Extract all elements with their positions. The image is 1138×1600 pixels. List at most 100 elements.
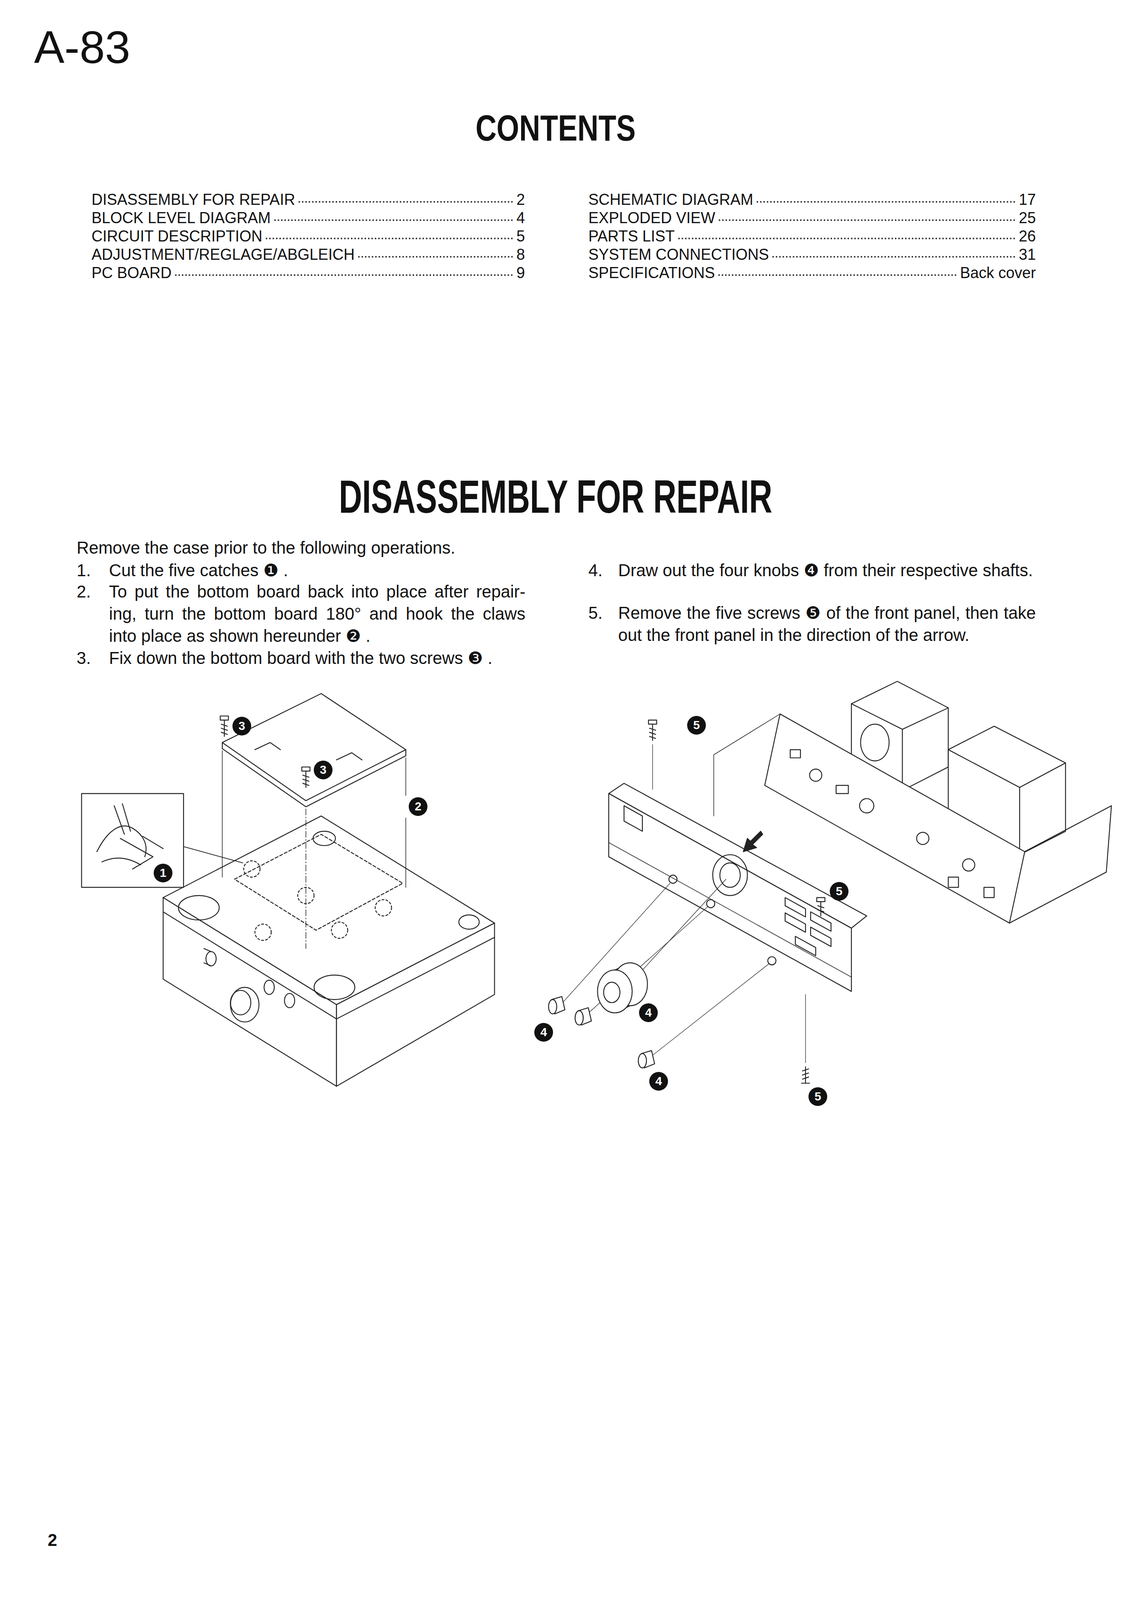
display-window (624, 805, 643, 832)
knob (203, 948, 212, 966)
callout-digit: 4 (655, 1074, 663, 1087)
contents-entry: BLOCK LEVEL DIAGRAM (91, 208, 271, 227)
step-number: 1. (76, 558, 91, 582)
step-number: 5. (588, 601, 603, 624)
page-number: 8 (516, 245, 525, 264)
knob (603, 981, 620, 1003)
leader-dots (265, 237, 514, 240)
contents-entry: DISASSEMBLY FOR REPAIR (91, 190, 296, 209)
leader-dots (772, 255, 1016, 258)
contents-row: BLOCK LEVEL DIAGRAM 4 (91, 208, 525, 227)
screw (648, 719, 825, 1084)
page-number: 4 (516, 208, 525, 227)
screw-thread (221, 719, 228, 737)
claw-mark (243, 860, 260, 877)
screw-guide (805, 994, 806, 1063)
step-text: Fix down the bottom board with the two s… (108, 646, 526, 669)
knob-guide (649, 963, 769, 1058)
callout-number: 3 (232, 716, 252, 736)
callout-number: 4 (534, 1022, 554, 1042)
panel-face (608, 793, 852, 992)
knob-guide (586, 906, 708, 1015)
screw-thread (802, 1066, 809, 1083)
front-strip (163, 911, 495, 1019)
leader-dots (718, 219, 1016, 221)
page-number: 31 (1018, 245, 1036, 264)
component (962, 858, 975, 872)
contents-row: SYSTEM CONNECTIONS31 (588, 245, 1036, 264)
screw-head (648, 719, 657, 725)
contents-row: SPECIFICATIONSBack cover (588, 263, 1036, 282)
callout-number: 4 (649, 1071, 668, 1091)
contents-row: DISASSEMBLY FOR REPAIR2 (91, 190, 525, 209)
callout-digit: 3 (319, 763, 327, 776)
contents-row: SCHEMATIC DIAGRAM 17 (588, 190, 1036, 209)
claw-mark (375, 899, 392, 916)
page-number: 26 (1018, 226, 1036, 246)
leader-dots (298, 200, 514, 203)
foot (178, 895, 220, 920)
knobs (548, 878, 769, 1068)
page-number: 9 (516, 263, 525, 282)
board (222, 693, 406, 801)
screw (220, 715, 310, 788)
step-number: 2. (76, 580, 91, 603)
guide-line (221, 750, 223, 878)
chassis-base (1009, 805, 1112, 923)
inset-frame (81, 793, 184, 887)
callout-digit: 2 (414, 800, 422, 813)
contents-entry: SPECIFICATIONS (588, 263, 715, 282)
foot (458, 914, 480, 929)
leader-dots (174, 274, 514, 276)
detail-inset (81, 793, 243, 887)
step-text: Remove the five screws ❺ of the front pa… (618, 601, 1036, 646)
knob (597, 969, 632, 1013)
screw-guide (652, 744, 653, 789)
knob-hole (668, 874, 677, 883)
front-face (163, 897, 337, 1087)
claw-mark (255, 923, 272, 941)
knob (638, 1053, 647, 1068)
leader-dots (358, 255, 514, 258)
knob-hole (706, 899, 715, 908)
section-heading: DISASSEMBLY FOR REPAIR (338, 472, 773, 520)
component (916, 831, 929, 845)
contents-row: PC BOARD9 (91, 263, 525, 282)
knob (263, 980, 275, 995)
model-title: A-83 (34, 24, 131, 71)
screw-thread (649, 723, 656, 740)
claw-mark (331, 921, 348, 938)
callout-digit: 4 (644, 1006, 652, 1019)
page-number: 17 (1018, 190, 1036, 209)
contents-entry: EXPLODED VIEW (588, 208, 716, 227)
catch (120, 836, 164, 869)
contents-row: ADJUSTMENT/REGLAGE/ABGLEICH8 (91, 245, 525, 264)
callout-digit: 1 (159, 866, 167, 879)
screw-head (301, 766, 310, 772)
page-number: 25 (1018, 208, 1036, 227)
contents-entry: SCHEMATIC DIAGRAM (588, 190, 754, 209)
knob (284, 993, 295, 1008)
contents-entry: CIRCUIT DESCRIPTION (91, 226, 263, 246)
screw-thread (817, 901, 824, 916)
component (790, 749, 801, 758)
knob (206, 951, 217, 967)
step-number: 4. (588, 558, 603, 582)
callout-number: 5 (829, 881, 849, 901)
knob-guide (632, 878, 726, 981)
contents-entry: PARTS LIST (588, 226, 675, 246)
knob (575, 1010, 584, 1025)
board-edge (222, 742, 406, 807)
leader-dots (718, 274, 957, 276)
panel-button (785, 897, 832, 956)
callout-number: 5 (687, 715, 706, 735)
leader-dots (274, 219, 514, 221)
step-text: Cut the five catches ❶ . (108, 558, 526, 582)
contents-row: EXPLODED VIEW 25 (588, 208, 1036, 227)
screw-head (816, 897, 825, 902)
callout-number: 3 (313, 760, 333, 780)
callout-number: 1 (153, 863, 173, 883)
callout-number: 4 (639, 1003, 658, 1022)
screw-thread (302, 771, 309, 788)
